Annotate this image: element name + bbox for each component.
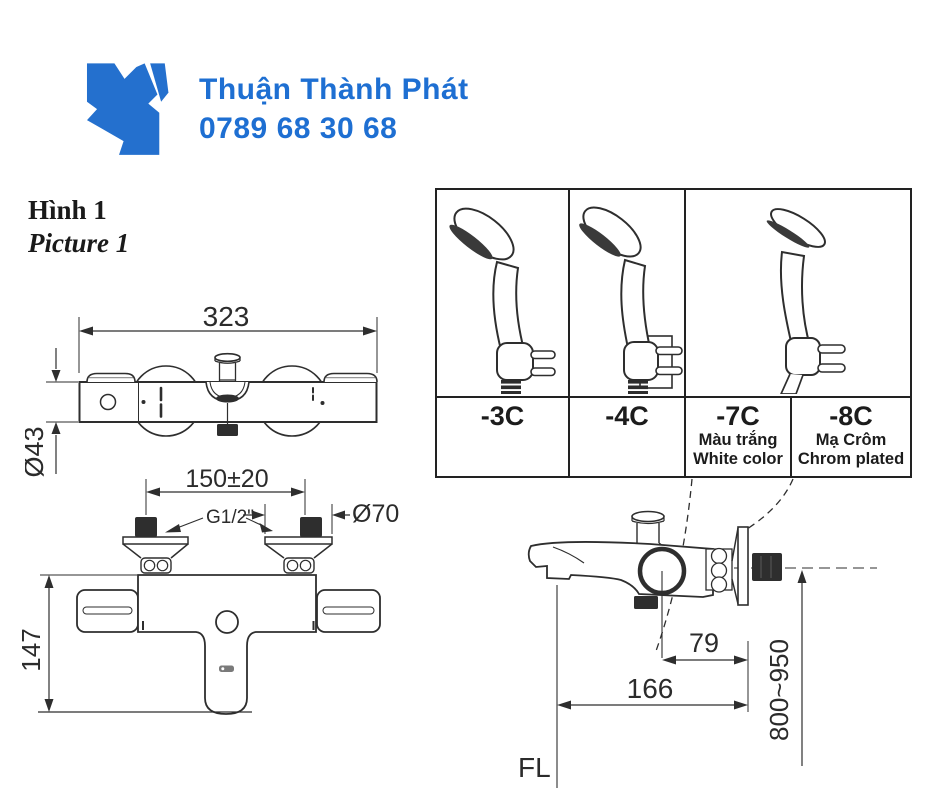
handshower-3c-drawing bbox=[449, 207, 556, 394]
figure-label-vi: Hình 1 bbox=[28, 195, 107, 225]
variant-note-en: White color bbox=[693, 450, 783, 468]
variant-cell-8c: -8C Mạ Crôm Chrom plated bbox=[792, 396, 910, 476]
installation-view-drawing: 150±20 G1/2" Ø70 bbox=[20, 465, 399, 715]
variant-note-vi: Mạ Crôm bbox=[815, 431, 887, 449]
side-view-drawing: 79 166 800~950 FL bbox=[518, 478, 877, 788]
dim-height-label: 147 bbox=[20, 628, 46, 671]
dim-escutcheon-diameter-label: Ø70 bbox=[352, 500, 399, 528]
handshower-4c-drawing bbox=[579, 206, 683, 394]
variant-cell-3c: -3C bbox=[437, 396, 570, 476]
variant-cell-4c: -4C bbox=[570, 396, 686, 476]
variant-note-vi: Màu trắng bbox=[698, 431, 778, 449]
variant-code: -7C bbox=[716, 401, 760, 431]
dim-spout-to-wall-label: 79 bbox=[689, 628, 719, 658]
variants-table: -3C -4C -7C Màu trắng White color -8C Mạ… bbox=[435, 188, 912, 478]
figure-label-en: Picture 1 bbox=[28, 228, 130, 258]
dim-width-label: 323 bbox=[203, 301, 250, 332]
handshower-8c-drawing bbox=[766, 208, 846, 394]
spout-brand-mark bbox=[219, 665, 234, 672]
variant-image-3c bbox=[437, 190, 570, 396]
variant-image-7c-8c bbox=[686, 190, 910, 396]
variant-code: -3C bbox=[480, 401, 525, 431]
dim-spout-reach-label: 166 bbox=[627, 673, 674, 704]
variant-note-en: Chrom plated bbox=[797, 450, 905, 468]
company-header: Thuận Thành Phát 0789 68 30 68 bbox=[199, 70, 469, 148]
company-name: Thuận Thành Phát bbox=[199, 73, 469, 106]
company-phone: 0789 68 30 68 bbox=[199, 112, 398, 145]
dim-mounting-height-label: 800~950 bbox=[764, 639, 794, 741]
front-view-drawing: 323 bbox=[25, 301, 378, 478]
company-logo-icon bbox=[86, 63, 169, 155]
figure-label: Hình 1 Picture 1 bbox=[28, 194, 129, 260]
thread-size-label: G1/2" bbox=[206, 507, 254, 528]
variant-image-4c bbox=[570, 190, 686, 396]
variant-cell-7c: -7C Màu trắng White color bbox=[686, 396, 792, 476]
floor-level-label: FL bbox=[518, 752, 551, 783]
variant-code: -4C bbox=[605, 401, 649, 431]
dim-body-diameter-label: Ø43 bbox=[25, 426, 49, 477]
dim-inlet-spacing-label: 150±20 bbox=[185, 465, 268, 493]
variant-code: -8C bbox=[829, 401, 873, 431]
